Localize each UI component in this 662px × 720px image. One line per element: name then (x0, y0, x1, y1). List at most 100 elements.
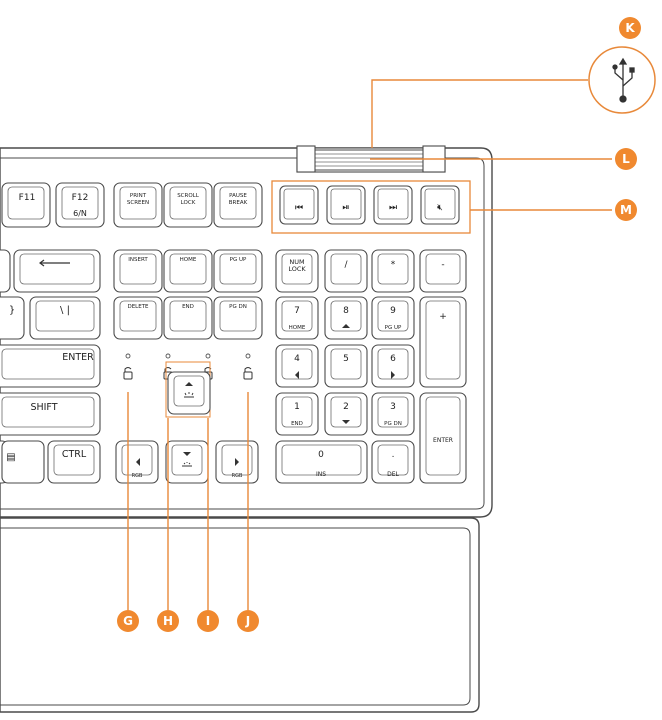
svg-text:▤: ▤ (6, 452, 15, 463)
svg-text:K: K (625, 21, 635, 35)
key-play-pause[interactable]: ⏯ (326, 185, 366, 225)
key-close-brace[interactable]: } (0, 296, 25, 340)
arrow-left-icon (136, 458, 140, 466)
key-backspace[interactable] (13, 249, 101, 293)
svg-text:END: END (182, 304, 194, 310)
key-num-7[interactable]: 7 HOME (275, 296, 319, 340)
svg-text:3: 3 (390, 402, 396, 412)
key-page-down[interactable]: PG DN (213, 296, 263, 340)
callout-l: L (615, 148, 637, 170)
key-shift[interactable]: SHIFT (0, 392, 101, 436)
media-keys-highlight (271, 180, 471, 234)
callout-g: G (117, 610, 139, 632)
svg-text:6/N: 6/N (73, 209, 87, 218)
key-num-4[interactable]: 4 (275, 344, 319, 388)
key-arrow-down[interactable] (165, 440, 209, 484)
key-num-6[interactable]: 6 (371, 344, 415, 388)
svg-text:1: 1 (294, 402, 300, 412)
svg-text:SHIFT: SHIFT (30, 402, 57, 413)
key-num-plus[interactable]: + (419, 296, 467, 388)
key-num-2[interactable]: 2 (324, 392, 368, 436)
key-f11[interactable]: F11 (1, 182, 51, 228)
svg-text:HOME: HOME (180, 257, 197, 263)
previous-track-icon: ⏮ (295, 203, 303, 213)
svg-text:SCROLL: SCROLL (177, 193, 200, 199)
key-next-track[interactable]: ⏭ (373, 185, 413, 225)
key-num-minus[interactable]: - (419, 249, 467, 293)
svg-text:END: END (291, 421, 303, 427)
key-arrow-up[interactable] (167, 371, 211, 415)
key-print-screen[interactable]: PRINT SCREEN (113, 182, 163, 228)
svg-text:F11: F11 (19, 193, 36, 203)
svg-text:G: G (123, 614, 133, 628)
key-menu[interactable]: ▤ (1, 440, 45, 484)
key-arrow-right[interactable]: RGB (215, 440, 259, 484)
svg-text:6: 6 (390, 354, 396, 364)
key-num-9[interactable]: 9 PG UP (371, 296, 415, 340)
arrow-up-icon (185, 382, 193, 386)
svg-text:\ |: \ | (60, 305, 70, 316)
key-num-0[interactable]: 0 INS (275, 440, 368, 484)
key-insert[interactable]: INSERT (113, 249, 163, 293)
key-num-5[interactable]: 5 (324, 344, 368, 388)
key-num-dot[interactable]: . DEL (371, 440, 415, 484)
key-num-enter[interactable]: ENTER (419, 392, 467, 484)
callout-m: M (615, 199, 637, 221)
svg-text:PRINT: PRINT (130, 193, 147, 199)
key-f12[interactable]: F12 6/N (55, 182, 105, 228)
win-lock-led-icon (243, 367, 253, 380)
svg-text:J: J (245, 614, 250, 628)
key-num-1[interactable]: 1 END (275, 392, 319, 436)
volume-roller[interactable] (296, 145, 446, 173)
key-enter[interactable]: ENTER (0, 344, 101, 388)
key-scroll-lock[interactable]: SCROLL LOCK (163, 182, 213, 228)
svg-text:BREAK: BREAK (229, 200, 248, 206)
svg-text:RGB: RGB (232, 473, 243, 479)
svg-text:DELETE: DELETE (127, 304, 149, 310)
arrow-down-icon (342, 420, 350, 424)
svg-text:9: 9 (390, 306, 396, 316)
svg-text:ENTER: ENTER (62, 352, 94, 363)
usb-icon (612, 57, 635, 103)
svg-text:CTRL: CTRL (62, 449, 87, 460)
key-delete[interactable]: DELETE (113, 296, 163, 340)
callout-k: K (619, 17, 641, 39)
svg-text:LOCK: LOCK (288, 265, 306, 273)
callout-h: H (157, 610, 179, 632)
svg-text:ENTER: ENTER (433, 437, 453, 444)
key-end[interactable]: END (163, 296, 213, 340)
svg-text:}: } (9, 305, 15, 316)
callout-i: I (197, 610, 219, 632)
key-partial-row1[interactable] (0, 249, 11, 293)
key-num-star[interactable]: * (371, 249, 415, 293)
svg-text:7: 7 (294, 306, 300, 316)
key-previous-track[interactable]: ⏮ (279, 185, 319, 225)
key-pause-break[interactable]: PAUSE BREAK (213, 182, 263, 228)
play-pause-icon: ⏯ (342, 203, 349, 213)
arrow-right-icon (235, 458, 239, 466)
svg-text:SCREEN: SCREEN (127, 200, 149, 206)
svg-text:PG DN: PG DN (229, 304, 247, 310)
svg-text:INSERT: INSERT (128, 257, 148, 263)
key-num-lock[interactable]: NUM LOCK (275, 249, 319, 293)
key-mute[interactable]: 🔇︎ (420, 185, 460, 225)
arrow-left-icon (295, 371, 299, 379)
svg-text:8: 8 (343, 306, 349, 316)
key-backslash[interactable]: \ | (29, 296, 101, 340)
key-num-slash[interactable]: / (324, 249, 368, 293)
brightness-up-icon (184, 392, 194, 398)
key-page-up[interactable]: PG UP (213, 249, 263, 293)
svg-text:INS: INS (316, 471, 326, 478)
svg-text:NUM: NUM (289, 258, 304, 266)
key-arrow-left[interactable]: RGB (115, 440, 159, 484)
svg-text:-: - (441, 260, 444, 270)
key-num-3[interactable]: 3 PG DN (371, 392, 415, 436)
arrow-right-icon (391, 371, 395, 379)
key-num-8[interactable]: 8 (324, 296, 368, 340)
num-lock-led-icon (123, 367, 133, 380)
key-home[interactable]: HOME (163, 249, 213, 293)
svg-text:0: 0 (318, 450, 324, 460)
key-ctrl[interactable]: CTRL (47, 440, 101, 484)
svg-text:M: M (620, 203, 632, 217)
